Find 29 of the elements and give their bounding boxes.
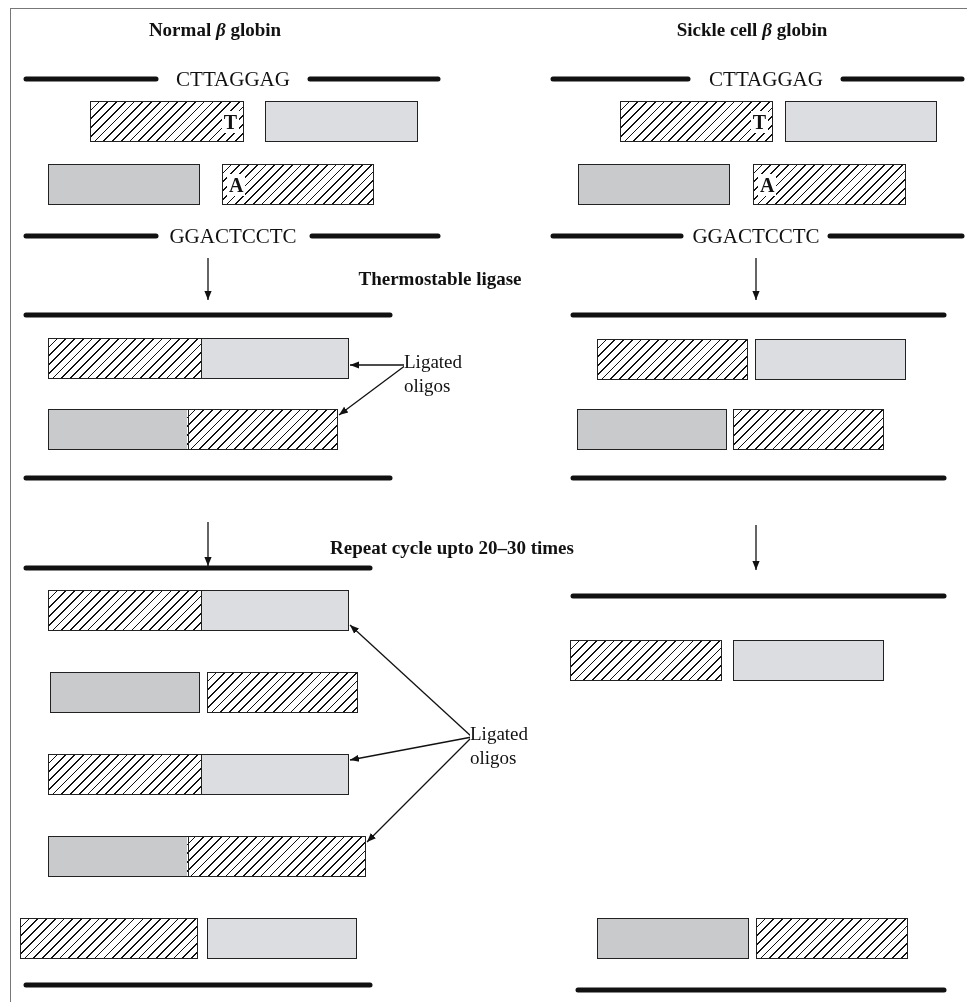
step-label: Repeat cycle upto 20–30 times [330,537,574,559]
oligo-bar [597,339,748,380]
oligo-bar: A [222,164,374,205]
column-heading: Sickle cell β globin [676,19,828,41]
ligated-oligo-bar [48,338,349,379]
oligo-bar [207,918,357,959]
oligo-bar: A [753,164,906,205]
oligo-bar: T [620,101,773,142]
ligated-oligo-bar [48,590,349,631]
oligo-bar [578,164,730,205]
oligo-bar [265,101,418,142]
ligated-oligo-bar [48,409,338,450]
ligated-oligo-bar [48,754,349,795]
oligo-bar [755,339,906,380]
oligo-bar [20,918,198,959]
oligo-bar [207,672,358,713]
oligo-bar [733,409,884,450]
oligo-bar [48,164,200,205]
oligo-bar [597,918,749,959]
step-label: Thermostable ligase [358,268,522,290]
oligo-bar [570,640,722,681]
oligo-bar [577,409,727,450]
oligo-bar [50,672,200,713]
oligo-bar [785,101,937,142]
column-heading: Normal β globin [148,19,282,41]
oligo-bar [733,640,884,681]
oligo-bar: T [90,101,244,142]
oligo-bar [756,918,908,959]
ligated-oligo-bar [48,836,366,877]
